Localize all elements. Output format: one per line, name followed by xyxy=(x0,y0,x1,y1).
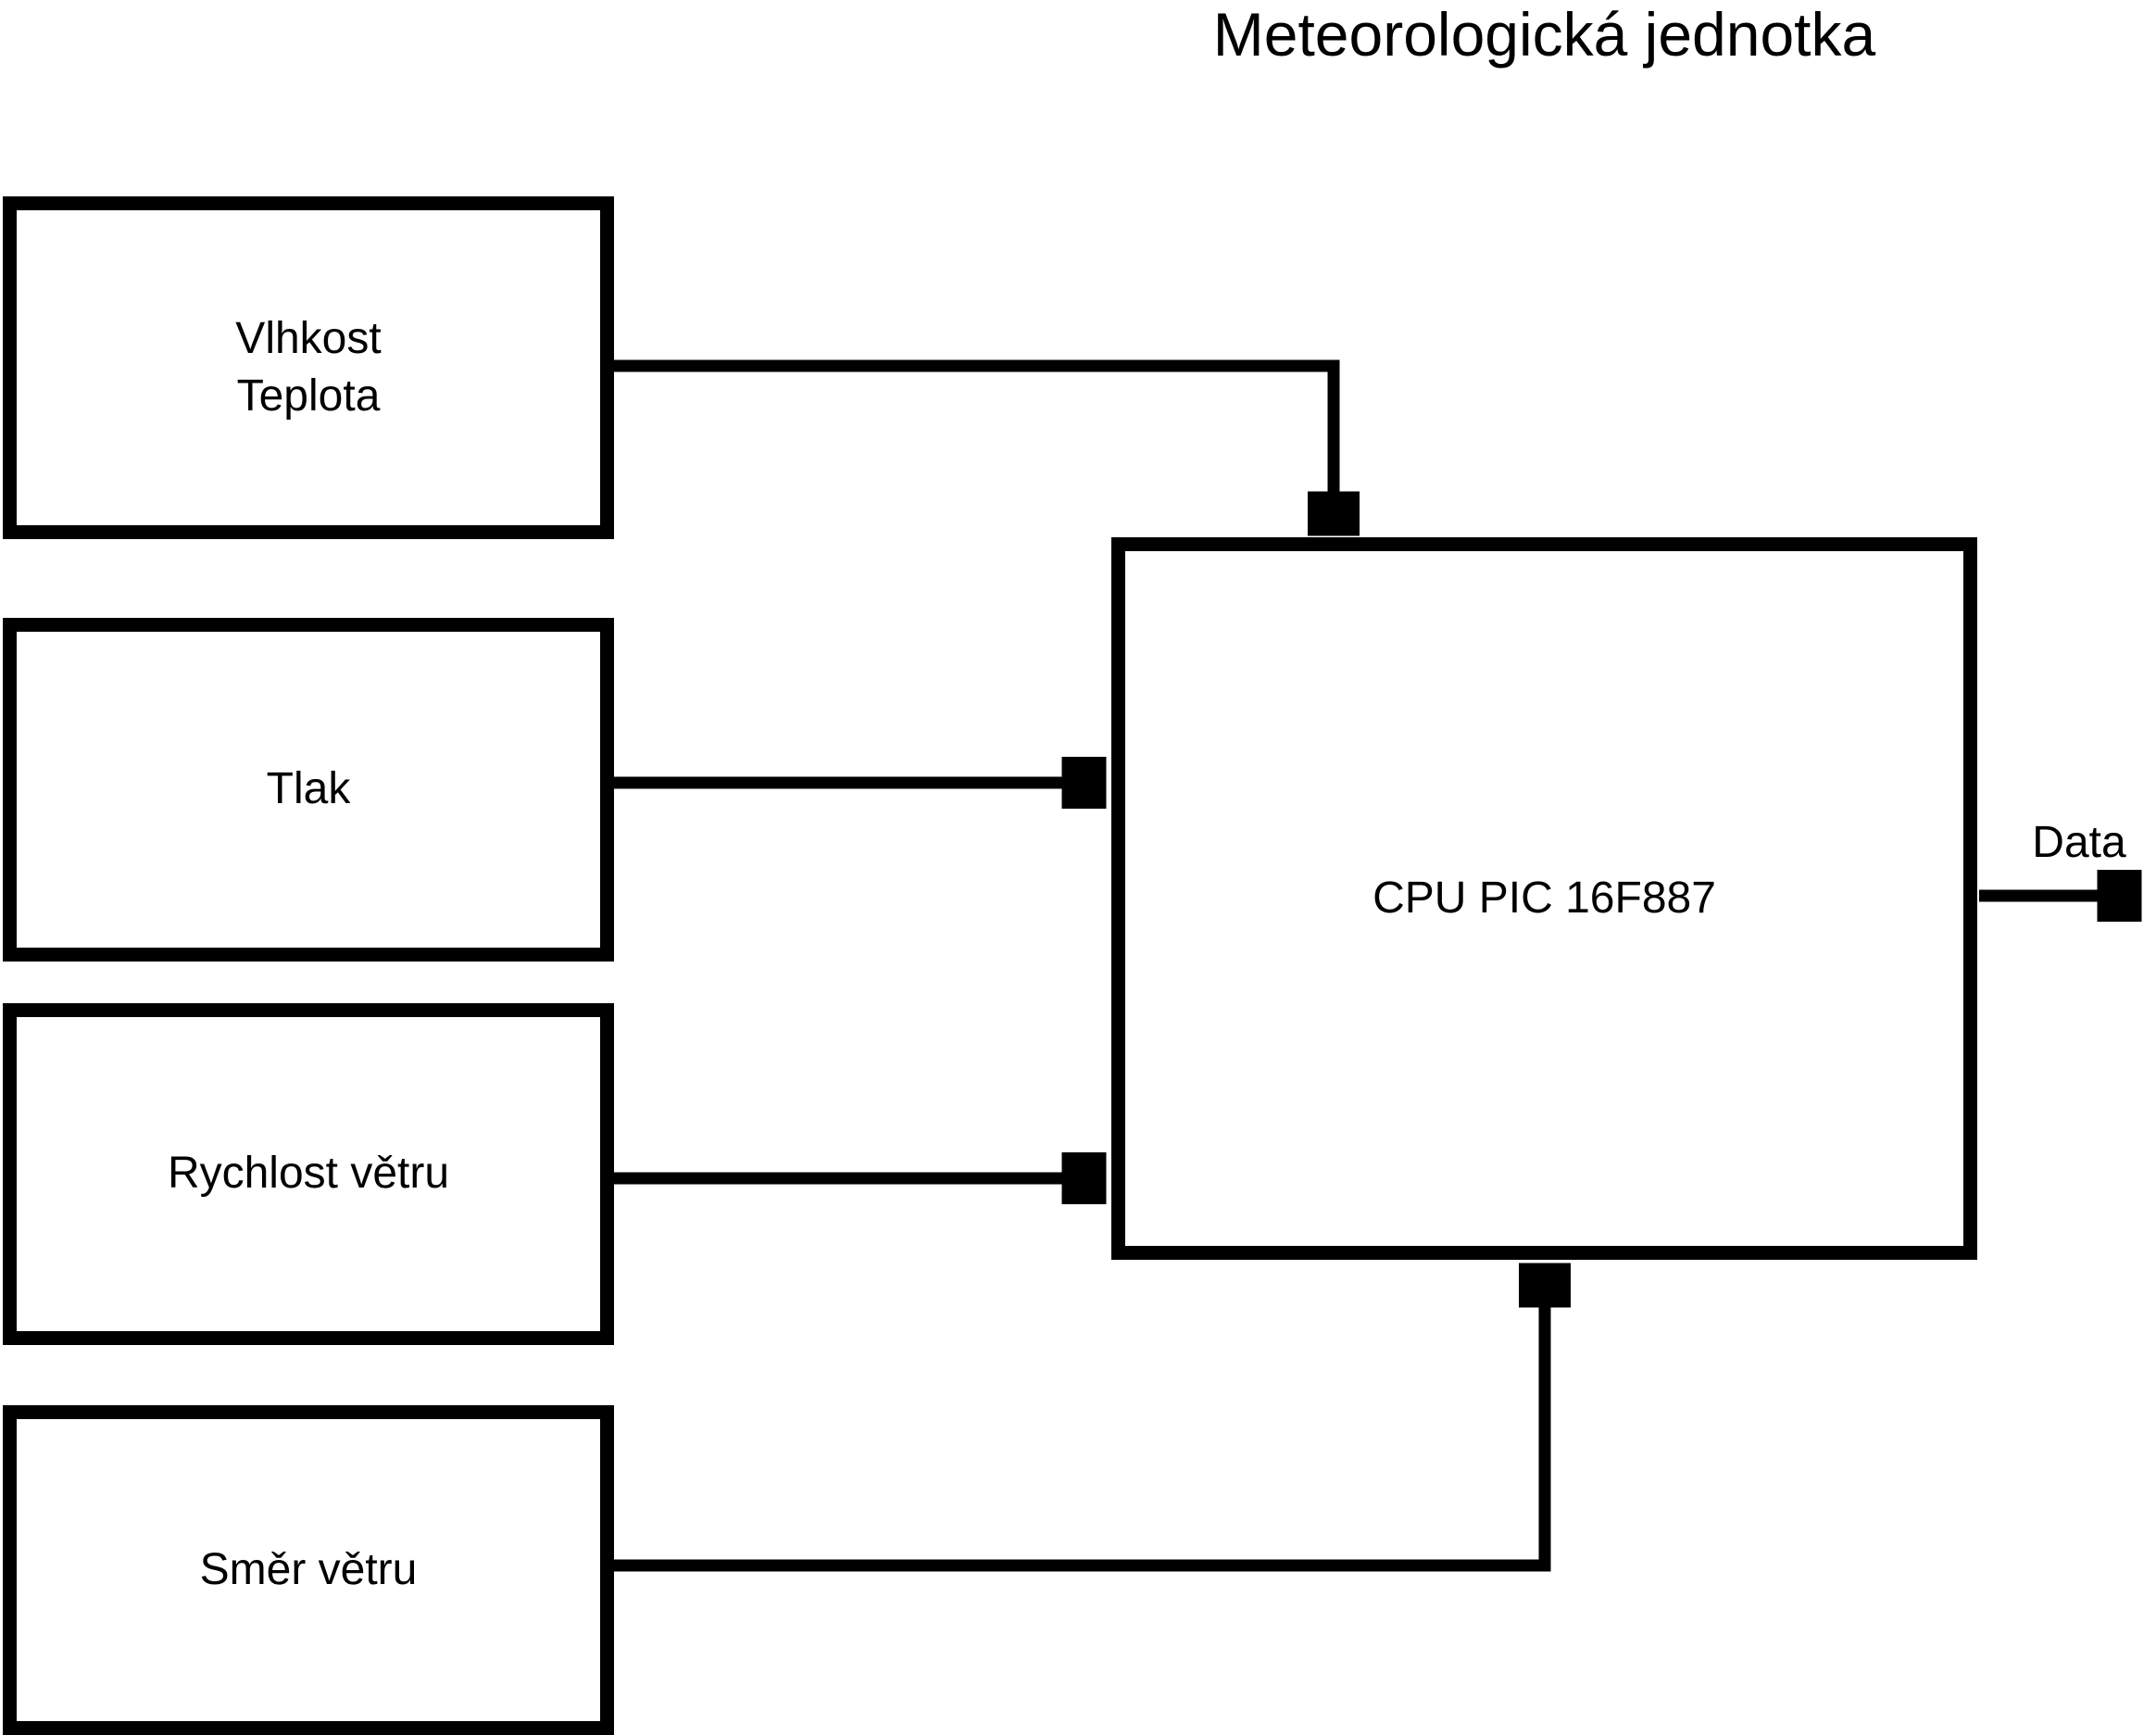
sensor-box-rychlost-vetru: Rychlost větru xyxy=(3,1003,614,1345)
data-output-label: Data xyxy=(2032,818,2126,867)
sensor-box-smer-vetru: Směr větru xyxy=(3,1405,614,1735)
sensor-label-line: Teplota xyxy=(236,371,381,421)
arrow-vlhkost-teplota-to-cpu xyxy=(608,359,1334,534)
cpu-box: CPU PIC 16F887 xyxy=(1111,537,1977,1260)
sensor-box-vlhkost-teplota: Vlhkost Teplota xyxy=(3,196,614,539)
diagram-title: Meteorologická jednotka xyxy=(1212,0,1876,69)
arrow-smer-vetru-to-cpu xyxy=(608,1265,1545,1572)
sensor-box-tlak: Tlak xyxy=(3,618,614,962)
cpu-label: CPU PIC 16F887 xyxy=(1373,873,1716,923)
sensor-label-line: Rychlost větru xyxy=(167,1149,450,1199)
sensor-label-line: Tlak xyxy=(266,764,351,814)
sensor-label-line: Vlhkost xyxy=(235,313,382,363)
sensor-label-line: Směr větru xyxy=(199,1544,418,1594)
